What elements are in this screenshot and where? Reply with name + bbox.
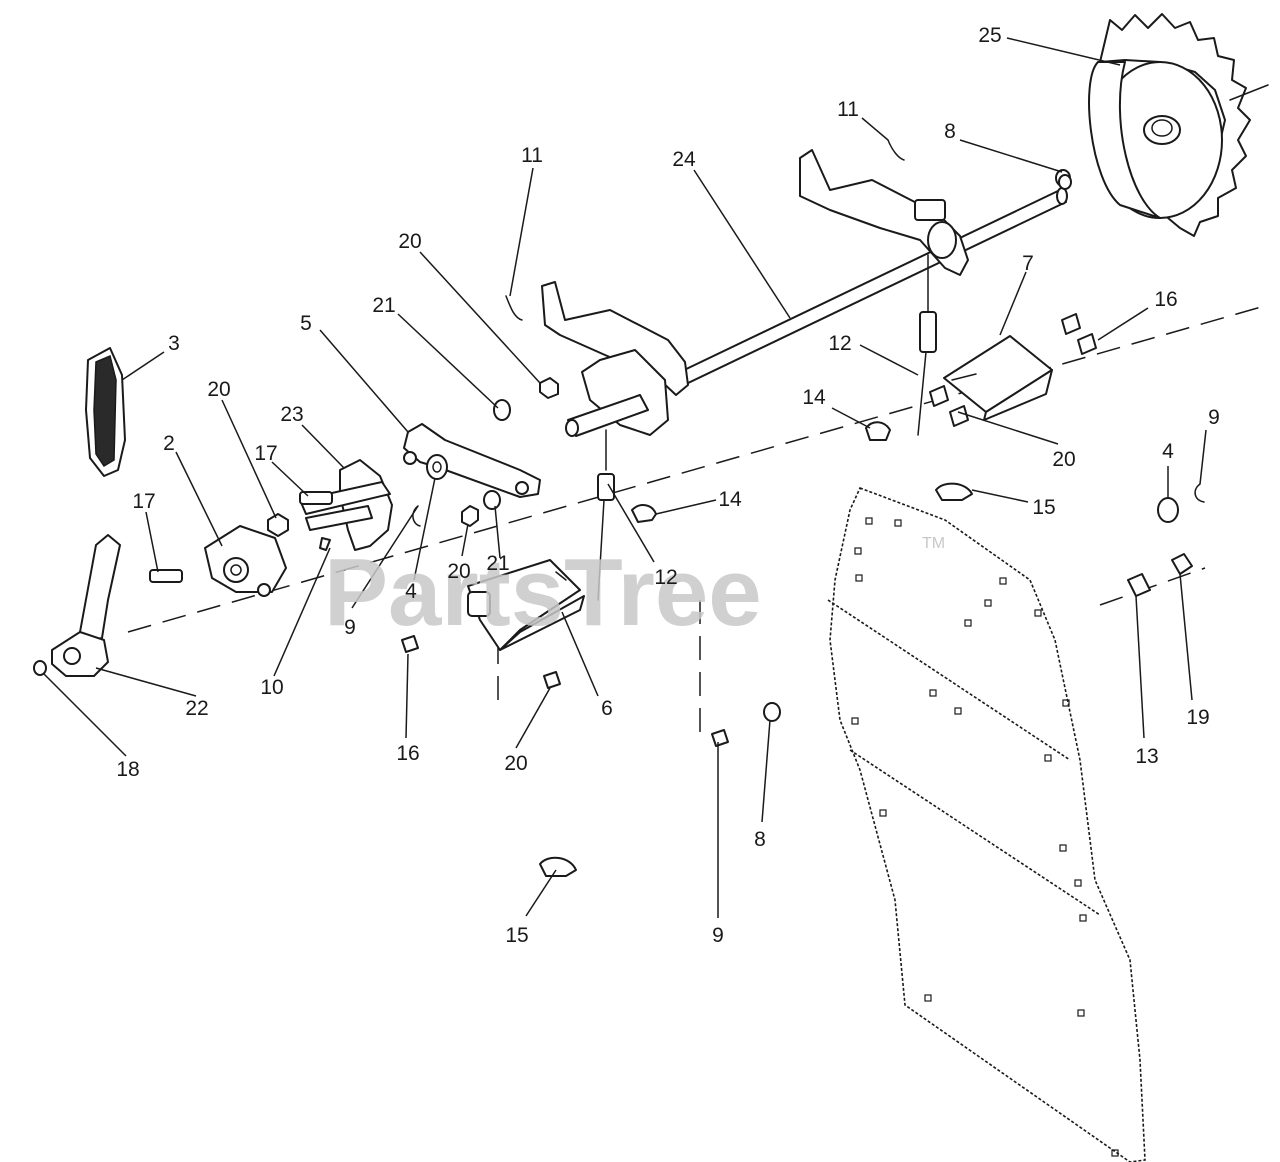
callout-label-12: 12 <box>654 566 677 589</box>
callout-label-20: 20 <box>1052 448 1075 471</box>
washer-21-up <box>493 399 511 421</box>
callout-label-9: 9 <box>1208 406 1220 429</box>
callout-label-5: 5 <box>300 312 312 335</box>
watermark-text: PartsTree <box>324 539 762 646</box>
bolt-17-left <box>149 569 183 583</box>
callout-label-20: 20 <box>207 378 230 401</box>
shield-bolt-holes <box>851 517 1119 1157</box>
callout-label-18: 18 <box>116 758 139 781</box>
callout-label-23: 23 <box>280 403 303 426</box>
bolt-16-b <box>1077 333 1097 355</box>
clip-14-mid <box>631 504 657 523</box>
callout-label-20: 20 <box>398 230 421 253</box>
callout-label-11: 11 <box>521 144 543 167</box>
callout-label-4: 4 <box>1162 440 1174 463</box>
cable-guide-6 <box>467 559 585 651</box>
callout-label-17: 17 <box>132 490 155 513</box>
clip-11-mid <box>505 295 523 321</box>
callout-label-16: 16 <box>396 742 419 765</box>
callout-label-9: 9 <box>344 616 356 639</box>
washer-21-low <box>483 490 501 510</box>
callout-label-20: 20 <box>447 560 470 583</box>
callout-label-10: 10 <box>260 676 283 699</box>
leader-lines <box>43 37 1207 918</box>
sprocket-25 <box>1088 13 1269 237</box>
callout-label-3: 3 <box>168 332 180 355</box>
callout-label-21: 21 <box>486 552 509 575</box>
small-hardware <box>33 139 1205 877</box>
bolt-16-low <box>401 635 419 653</box>
pivot-housing-2 <box>204 525 287 597</box>
middle-shift-bracket <box>541 281 689 601</box>
callout-label-14: 14 <box>802 386 826 409</box>
watermark: PartsTree TM <box>324 535 945 646</box>
callout-label-9: 9 <box>712 924 724 947</box>
callout-label-19: 19 <box>1186 706 1209 729</box>
washer-4-right <box>1157 497 1179 523</box>
clip-14-right <box>865 421 891 441</box>
clip-18 <box>33 660 47 676</box>
pin-10 <box>319 537 331 551</box>
clip-11-right <box>887 139 905 161</box>
lever-bracket-23 <box>299 459 393 551</box>
nut-20-up <box>539 377 559 399</box>
clip-9-right <box>1194 483 1205 503</box>
washer-4 <box>426 454 448 480</box>
nut-19 <box>1171 553 1193 575</box>
watermark-trademark: TM <box>922 535 945 552</box>
callout-label-14: 14 <box>718 488 742 511</box>
assembly-axis-lines <box>127 304 1269 740</box>
callout-label-24: 24 <box>672 148 696 171</box>
lever-arm-22 <box>51 534 121 677</box>
chute-shield <box>827 486 1146 1162</box>
callout-labels: 25 11 8 11 24 20 7 16 5 21 12 3 20 14 23 9 4 2 17 20 14 15 17 2… <box>116 24 1220 947</box>
callout-label-25: 25 <box>978 24 1001 47</box>
callout-label-21: 21 <box>372 294 395 317</box>
callout-label-8: 8 <box>754 828 766 851</box>
clip-9-low <box>711 729 729 747</box>
callout-label-11: 11 <box>837 98 859 121</box>
callout-label-20: 20 <box>504 752 527 775</box>
washer-8-low <box>763 702 781 722</box>
bolt-16-a <box>1061 313 1081 335</box>
bracket-7 <box>943 335 1053 421</box>
handle-grip-3 <box>85 347 126 477</box>
nut-20-low <box>543 671 561 689</box>
callout-label-8: 8 <box>944 120 956 143</box>
callout-label-6: 6 <box>601 697 613 720</box>
clip-15-right <box>935 482 973 501</box>
callout-label-13: 13 <box>1135 745 1158 768</box>
callout-label-12: 12 <box>828 332 851 355</box>
callout-label-15: 15 <box>505 924 528 947</box>
callout-label-16: 16 <box>1154 288 1177 311</box>
nut-20-right <box>929 385 949 407</box>
callout-label-2: 2 <box>163 432 175 455</box>
clip-15-low <box>539 856 577 877</box>
callout-label-7: 7 <box>1022 252 1034 275</box>
spacer-13 <box>1127 573 1151 597</box>
lever-link-5 <box>403 423 541 498</box>
callout-label-17: 17 <box>254 442 277 465</box>
nut-20-mid <box>461 505 479 527</box>
callout-label-4: 4 <box>405 580 417 603</box>
callout-label-15: 15 <box>1032 496 1055 519</box>
upper-shift-bracket <box>799 149 969 436</box>
washer-8-right <box>1058 174 1072 190</box>
nut-20-left <box>267 513 289 537</box>
callout-label-22: 22 <box>185 697 208 720</box>
